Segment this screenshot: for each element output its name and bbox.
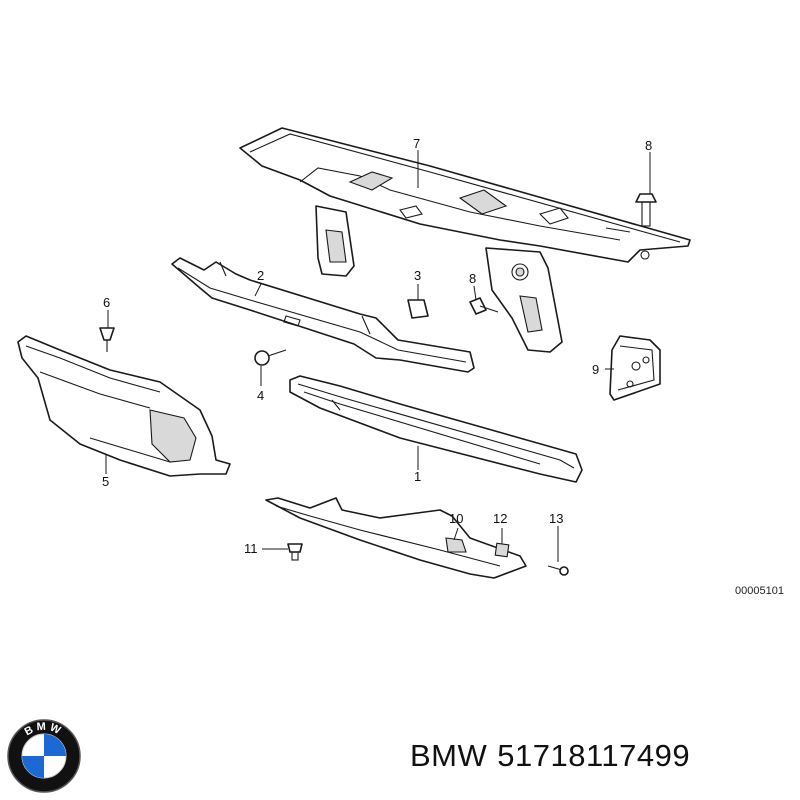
- brand-name: BMW: [410, 738, 488, 773]
- callout-4: 4: [257, 388, 264, 403]
- svg-text:BMW: BMW: [23, 721, 66, 739]
- fastener-clip-11: [287, 543, 303, 561]
- callout-11: 11: [244, 541, 258, 556]
- callout-5: 5: [102, 474, 109, 489]
- callout-3: 3: [414, 268, 421, 283]
- fastener-nut-3: [407, 299, 429, 319]
- leader-lines: [105, 150, 651, 562]
- fastener-bolt-8-lower: [469, 297, 499, 315]
- upper-cross-member: [239, 127, 691, 353]
- callout-8-lower: 8: [469, 271, 476, 286]
- callout-12: 12: [493, 511, 507, 526]
- mounting-bracket-plate: [609, 335, 661, 401]
- callout-6: 6: [103, 295, 110, 310]
- callout-2: 2: [257, 268, 264, 283]
- diagram-reference-code: 00005101: [735, 585, 784, 597]
- callout-8-upper: 8: [645, 138, 652, 153]
- logo-text: BMW: [23, 721, 63, 739]
- air-duct: [17, 335, 231, 477]
- callout-10: 10: [449, 511, 463, 526]
- callout-1: 1: [414, 469, 421, 484]
- callout-9: 9: [592, 362, 599, 377]
- part-number: 51718117499: [497, 738, 691, 773]
- lower-support-frame: [289, 375, 583, 483]
- fastener-screw-13: [547, 565, 569, 576]
- callout-13: 13: [549, 511, 563, 526]
- footer-part-line: BMW 51718117499: [410, 738, 700, 774]
- fastener-clip-6: [99, 327, 115, 352]
- fastener-bolt-8-upper: [635, 193, 657, 227]
- fastener-screw-4: [254, 349, 287, 366]
- bmw-roundel-icon: BMW: [7, 719, 81, 793]
- lower-guard-panel: [265, 497, 527, 579]
- callout-7: 7: [413, 136, 420, 151]
- callout-labels: 7 8 2 3 8 6 9 4 1 5 10 12 13 11: [102, 136, 652, 556]
- bumper-bracket-rail: [171, 257, 475, 373]
